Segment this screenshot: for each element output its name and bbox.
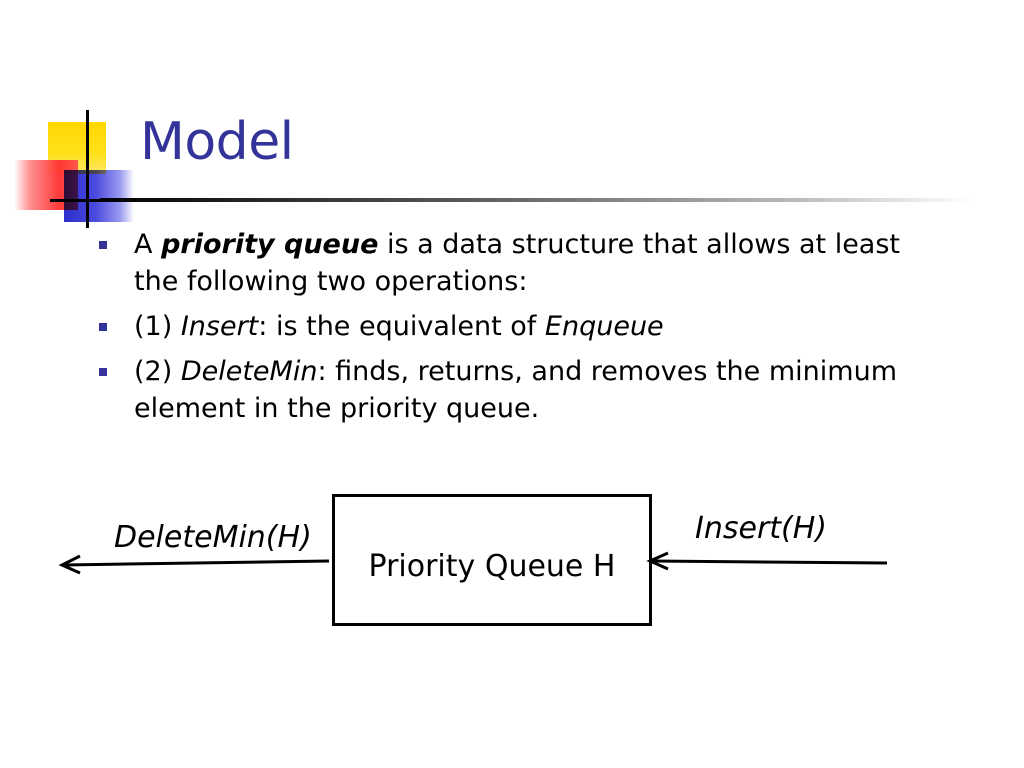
- term-insert: Insert: [180, 311, 259, 342]
- term-priority-queue: priority queue: [161, 229, 379, 260]
- bullet-item-insert: (1) Insert: is the equivalent of Enqueue: [96, 308, 936, 345]
- slide-title: Model: [140, 112, 294, 172]
- bullet-item-deletemin: (2) DeleteMin: finds, returns, and remov…: [96, 353, 936, 427]
- title-rule: [100, 198, 970, 202]
- deletemin-arrow: [58, 554, 330, 575]
- bullet-marker: [99, 241, 107, 249]
- bullet-text-suffix: : finds, returns, and removes the minimu…: [134, 356, 897, 424]
- logo-blue-square: [64, 170, 134, 222]
- decorative-logo: [0, 0, 160, 240]
- priority-queue-label: Priority Queue H: [368, 549, 616, 584]
- term-deletemin: DeleteMin: [180, 356, 318, 387]
- priority-queue-box: Priority Queue H: [332, 494, 652, 626]
- bullet-text-prefix: (2): [134, 356, 181, 387]
- term-enqueue: Enqueue: [544, 311, 664, 342]
- bullet-marker: [99, 323, 107, 331]
- bullet-marker: [99, 368, 107, 376]
- bullet-text-suffix: is a data structure that allows at least…: [134, 229, 900, 297]
- bullet-item-definition: A priority queue is a data structure tha…: [96, 226, 936, 300]
- logo-vertical-line: [86, 110, 89, 228]
- insert-label: Insert(H): [695, 511, 828, 546]
- insert-arrow: [646, 551, 888, 571]
- bullet-text-middle: : is the equivalent of: [258, 311, 545, 342]
- bullet-text-prefix: A: [134, 229, 162, 260]
- bullet-text-prefix: (1): [134, 311, 181, 342]
- deletemin-label: DeleteMin(H): [114, 520, 312, 555]
- bullet-list: A priority queue is a data structure tha…: [96, 226, 936, 435]
